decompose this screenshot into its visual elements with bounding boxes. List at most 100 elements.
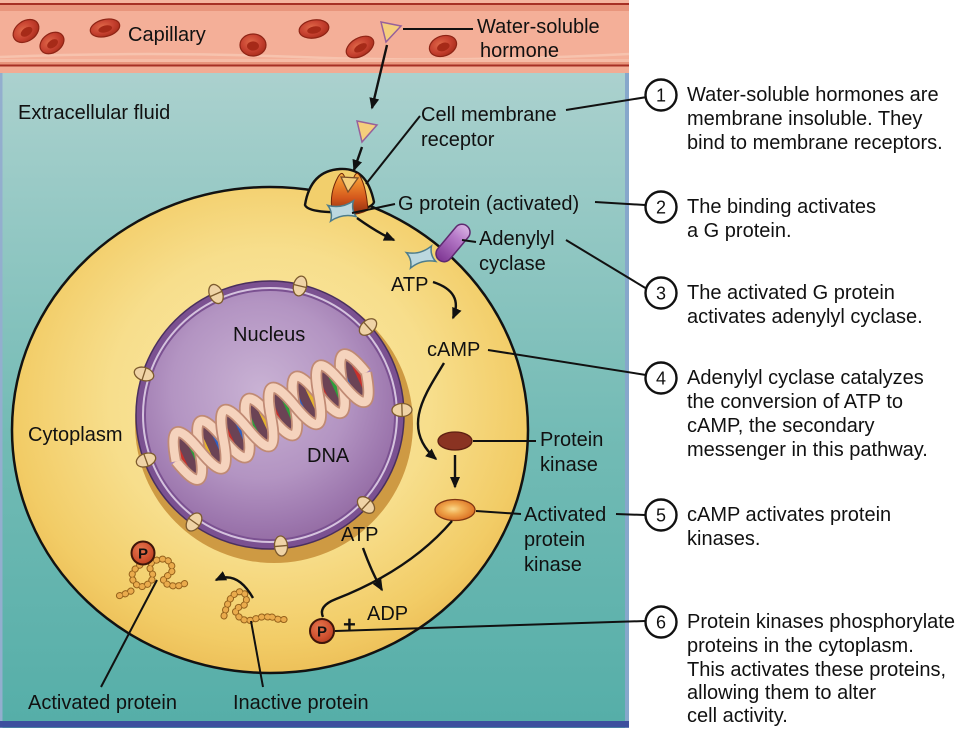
step-3: 3 The activated G protein activates aden… [644,276,923,328]
activated-kinase-to-step5-leader [615,513,646,516]
g-protein-2-icon [404,243,438,271]
step-text: messenger in this pathway. [687,439,928,461]
step-6: 6 Protein kinases phosphorylate proteins… [644,605,955,727]
red-blood-cell [39,31,65,55]
nucleus-label: Nucleus [233,324,305,346]
hormone-molecules [355,21,403,144]
step-number-circle [644,190,678,224]
step-text: The binding activates [687,196,876,218]
red-blood-cell [89,18,121,38]
protein-chains [112,555,290,624]
protein-kinase-label: kinase [540,454,598,476]
panel-left-border [0,73,3,728]
atp-to-camp-arrow [432,280,462,320]
extracellular-fluid-label: Extracellular fluid [18,102,170,124]
step-number: 2 [656,198,666,218]
step-text: cell activity. [687,705,788,727]
atp-to-adp-arrow [361,547,384,592]
step-text: membrane insoluble. They [687,108,922,130]
step-text: This activates these proteins, [687,659,946,681]
step-text: a G protein. [687,220,792,242]
dna-label: DNA [307,445,350,467]
g-protein-icon [325,199,359,223]
step-5: 5 cAMP activates protein kinases. [644,498,891,550]
cell-membrane-receptor-label: receptor [421,129,495,151]
step-number-circle [644,78,678,112]
phosphate-free: P [309,618,335,644]
step-text: cAMP, the secondary [687,415,875,437]
protein-kinase-label: Protein [540,429,603,451]
adenylyl-cyclase-label: Adenylyl [479,228,555,250]
red-blood-cell [239,33,267,57]
phosphate-letter: P [317,624,327,641]
membrane-receptor-complex [303,167,471,271]
nuclear-pore [208,283,224,305]
step-text: the conversion of ATP to [687,391,903,413]
receptor-to-step1-leader [565,96,648,111]
nuclear-pore [133,366,155,382]
step-1: 1 Water-soluble hormones are membrane in… [644,78,943,154]
diagram-labels: Capillary Water-soluble hormone Extracel… [18,16,606,714]
water-soluble-hormone-label: Water-soluble [477,16,600,38]
g-protein-arrow [356,217,396,242]
g-protein-leader [351,203,396,214]
step-text: kinases. [687,528,760,550]
nuclear-pore [185,512,203,532]
step-text: Water-soluble hormones are [687,84,939,106]
kinase-to-phosphate-curve [320,520,453,618]
adenylyl-cyclase-icon [435,223,471,263]
activated-protein-kinase-label: kinase [524,554,582,576]
red-blood-cell [298,19,330,39]
leader-lines [100,28,648,688]
g-protein-to-step2-leader [594,201,646,206]
nuclear-pore [135,452,157,468]
step-number-circle [644,276,678,310]
step-text: Protein kinases phosphorylate [687,611,955,633]
camp-label: cAMP [427,339,480,361]
red-blood-cell [428,34,458,58]
step-text: activates adenylyl cyclase. [687,306,923,328]
dna-inner-shading [173,354,369,480]
hormone-icon [379,21,403,44]
activated-protein-kinase-icon [434,498,476,522]
nuclear-pore [292,275,308,297]
red-blood-cells [12,18,458,59]
atp-label: ATP [341,524,378,546]
inactive-protein-leader [250,620,264,688]
phosphate-on-protein: P [130,540,156,566]
g-protein-label: G protein (activated) [398,193,579,215]
adenylyl-cyclase-label: cyclase [479,253,546,275]
step-number-circle [644,498,678,532]
dna-strands [167,348,375,486]
step-2: 2 The binding activates a G protein. [644,190,876,242]
adenylyl-to-step3-leader [565,239,648,290]
step-text: bind to membrane receptors. [687,132,943,154]
pathway-arrows [214,44,462,618]
panel-bottom-border [0,721,629,728]
capillary-label: Capillary [128,24,206,46]
step-number-circle [644,605,678,639]
camp-to-kinase-arrow [416,362,446,460]
dna-helix [167,348,375,486]
panel-right-border [625,73,629,728]
step-text: cAMP activates protein [687,504,891,526]
hormone-icon [355,120,379,144]
step-text: allowing them to alter [687,682,876,704]
step-text: proteins in the cytoplasm. [687,635,914,657]
atp-label: ATP [391,274,428,296]
inactive-protein-chain [220,588,290,624]
adp-label: ADP [367,603,408,625]
step-text: The activated G protein [687,282,895,304]
cell-membrane-receptor-label: Cell membrane [421,104,557,126]
protein-kinase-icon [437,431,473,451]
nuclear-pore [273,535,289,557]
step-number-circle [644,361,678,395]
activated-protein-kinase-label: Activated [524,504,606,526]
activated-protein-label: Activated protein [28,692,177,714]
activated-protein-kinase-label: protein [524,529,585,551]
hormone-binding-arrow [352,146,364,172]
phosphorylation-arrow [214,571,255,599]
red-blood-cell [12,18,40,44]
nucleus [133,275,413,563]
